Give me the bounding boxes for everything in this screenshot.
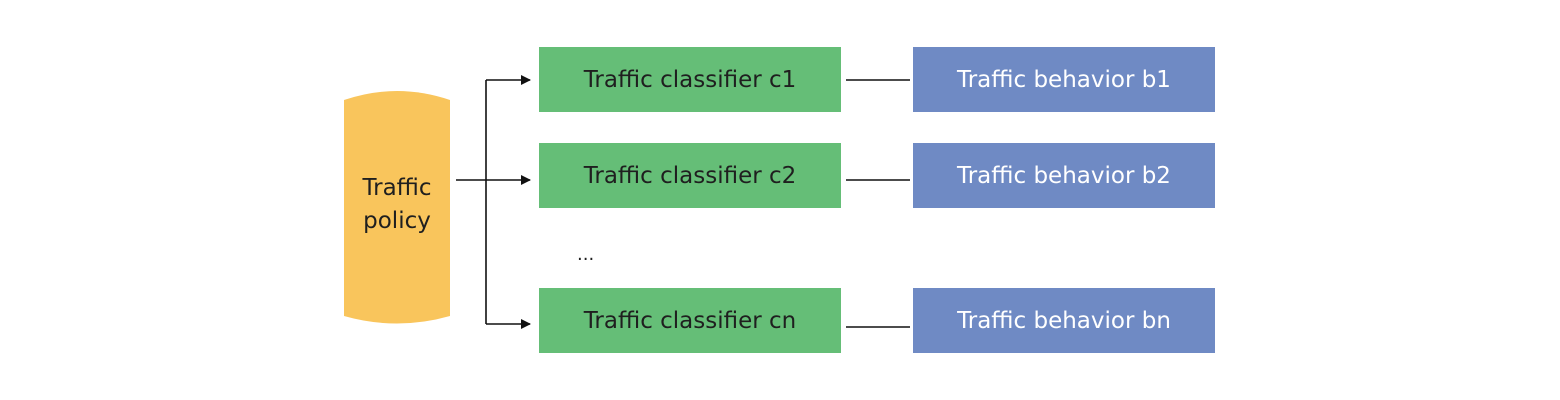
behavior-box-b1 [913, 47, 1215, 112]
behavior-label-b2: Traffic behavior b2 [957, 162, 1171, 189]
classifier-box-cn [539, 288, 841, 353]
classifier-label-c2: Traffic classifier c2 [583, 162, 797, 189]
classifier-box-c2 [539, 143, 841, 208]
behavior-label-bn: Traffic behavior bn [957, 307, 1171, 334]
behavior-box-b2 [913, 143, 1215, 208]
classifier-box-c1 [539, 47, 841, 112]
traffic-policy-label: Traffic policy [344, 170, 450, 240]
traffic-policy-line1: Traffic [362, 175, 432, 201]
policy-cylinder-shape [344, 91, 450, 324]
traffic-policy-line2: policy [363, 208, 431, 234]
behavior-label-b1: Traffic behavior b1 [957, 66, 1171, 93]
connectors [456, 75, 910, 329]
ellipsis-text: ... [577, 244, 595, 265]
classifier-label-cn: Traffic classifier cn [583, 307, 797, 334]
behavior-box-bn [913, 288, 1215, 353]
classifier-label-c1: Traffic classifier c1 [583, 66, 797, 93]
